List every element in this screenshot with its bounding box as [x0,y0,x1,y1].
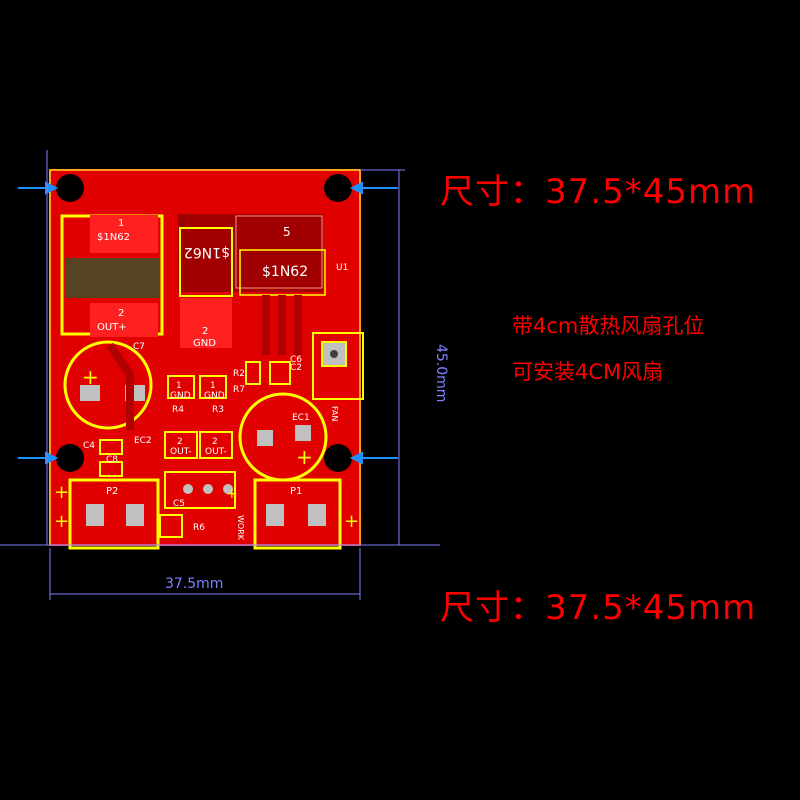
q1-pin2-label: 2 [118,308,124,319]
out1-silk [164,431,198,459]
gnd-pad [180,298,232,348]
p1-pad-1 [266,504,284,526]
trace-2 [278,295,286,355]
c8-silk [99,461,123,477]
chip-part-a-label: $1N62 [184,244,230,260]
q1-pad-1 [90,215,158,253]
plus-right-a: + [344,511,359,532]
work-label: WORK [236,515,245,541]
c5-bottom-label: C5 [173,499,185,509]
plus-right-b: + [226,486,238,502]
ec2-pad-plus [80,385,100,401]
ec1-pad-1 [257,430,273,446]
c7-label: C7 [133,342,145,352]
out2-pin-label: 2 [212,437,218,447]
r1-pin-label: 1 [176,381,182,391]
fan-pin-1 [321,341,347,367]
trace-3 [294,295,302,355]
mounting-hole-tr [324,174,352,202]
q1-net2-label: OUT+ [97,322,127,333]
header-pin-2 [203,484,213,494]
r4-label: R4 [172,405,184,415]
mounting-hole-br [324,444,352,472]
ec2-silk [63,340,153,430]
p1-pad-2 [308,504,326,526]
height-dimension-label: 45.0mm [433,344,449,402]
hole-arrows [18,181,398,465]
ec1-label: EC1 [292,413,310,423]
ec2-plus-label: + [82,365,99,389]
chip-pin-label: 5 [283,225,291,239]
plus-left-a: + [54,511,69,532]
mounting-hole-bl [56,444,84,472]
r6-label: R6 [193,523,205,533]
silk-labels: 1 $1N62 2 OUT+ $1N62 $1N62 5 U1 2 GND C7… [54,218,359,541]
u1-label: U1 [336,263,348,273]
dimension-lines [0,150,440,600]
fan-note: 带4cm散热风扇孔位 [512,314,705,338]
c8-label: C8 [106,455,118,465]
ec2-trace [106,342,134,430]
ec1-pad-2 [295,425,311,441]
r2-label: R2 [233,369,245,379]
q1-part-label: $1N62 [97,232,130,243]
r1-net-label: GND [170,391,191,401]
p2-pad-1 [86,504,104,526]
fan-label: FAN [330,406,339,421]
fan-pin-1-hole [330,350,338,358]
width-dimension-label: 37.5mm [165,576,223,592]
out1-net-label: OUT- [170,447,192,457]
fan-connector-silk [312,332,364,400]
size-caption-bottom: 尺寸：37.5*45mm [440,588,757,628]
r2-silk [245,361,261,385]
chip-part-b-label: $1N62 [262,264,308,280]
p1-label: P1 [290,486,302,497]
r3-silk [199,375,227,399]
c6-label: C6 [290,355,302,365]
c2-label: C2 [290,363,302,373]
out2-net-label: OUT- [205,447,227,457]
chip-silk [179,227,233,297]
trace-1 [262,295,270,355]
r7-label: R7 [233,385,245,395]
p1-silk [253,478,342,550]
r3-net-label: GND [204,391,225,401]
gnd-pad-net-label: GND [193,338,216,349]
header-silk [164,471,236,509]
c4-silk [99,439,123,455]
r4-silk [167,375,195,399]
q1-logo-area [65,258,160,298]
p2-silk [68,478,160,550]
c4-label: C4 [83,441,95,451]
c5-bottom-silk [159,514,183,538]
r3-pin-label: 1 [210,381,216,391]
p2-label: P2 [106,486,118,497]
header-pin-1 [183,484,193,494]
header-pin-3 [223,484,233,494]
install-note: 可安装4CM风扇 [512,360,664,384]
out2-silk [199,431,233,459]
out1-pin-label: 2 [177,437,183,447]
size-caption-top: 尺寸：37.5*45mm [440,172,757,212]
mounting-hole-tl [56,174,84,202]
q1-pad-2 [90,303,158,337]
p2-pad-2 [126,504,144,526]
c2-silk [269,361,291,385]
gnd-pad-pin-label: 2 [202,326,208,337]
plus-left-b: + [54,482,69,503]
thermal-via-grid [235,215,323,289]
r3-label: R3 [212,405,224,415]
ec1-plus-label: + [296,445,313,469]
ec2-label: EC2 [134,436,152,446]
q1-pin1-label: 1 [118,218,124,229]
